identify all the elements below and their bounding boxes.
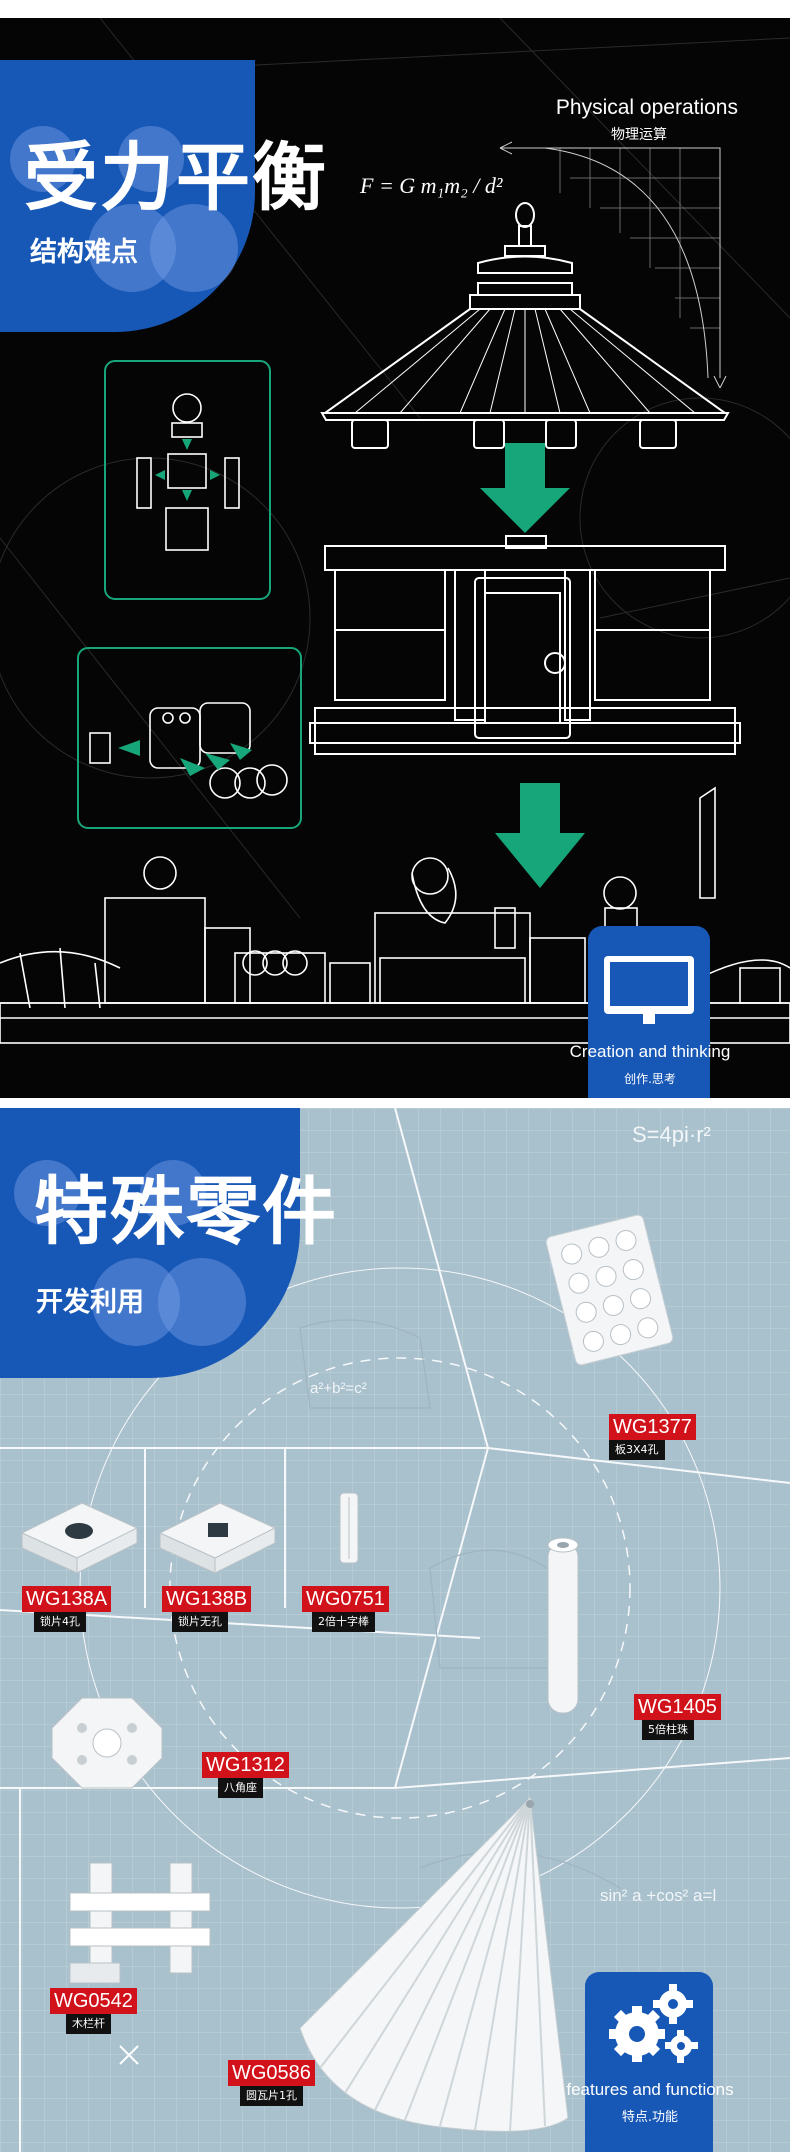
sphere-formula: S=4pi·r² [632,1122,711,1147]
gravity-formula: F = G m₁m₂ / d² [360,173,503,198]
decor-circle [92,1258,180,1346]
badge-subtitle: 创作.思考 [624,1072,676,1086]
decor-circle [10,126,76,192]
decor-circle [88,204,176,292]
badge-title: Creation and thinking [569,1042,731,1061]
structure-section: 受力平衡 结构难点 Physical operations 物理运算 F = G… [0,18,790,1098]
decor-circle [118,126,184,192]
decor-circle [14,1160,80,1226]
pythagoras-formula: a²+b²=c² [310,1380,367,1397]
decor-circle [150,204,238,292]
part-desc-wg0751: 2倍十字棒 [312,1612,375,1632]
part-desc-wg138a: 锁片4孔 [34,1612,86,1632]
parts-section: 特殊零件 开发利用 S=4pi·r² a²+b²=c² sin² a +cos²… [0,1108,790,2152]
part-desc-wg0542: 木栏杆 [66,2014,111,2034]
section-subtitle: 开发利用 [36,1287,144,1318]
part-code-wg0542: WG0542 [50,1988,137,2014]
decor-circle [140,1160,206,1226]
part-desc-wg0586: 圆瓦片1孔 [240,2086,303,2106]
part-code-wg0751: WG0751 [302,1586,389,1612]
part-desc-wg138b: 锁片无孔 [172,1612,228,1632]
creation-badge [588,926,710,1098]
features-badge [585,1972,713,2152]
physical-operations-label: Physical operations [555,96,738,119]
part-code-wg1377: WG1377 [609,1414,696,1440]
part-desc-wg1377: 板3X4孔 [609,1440,665,1460]
part-desc-wg1405: 5倍柱珠 [642,1720,694,1740]
part-code-wg138b: WG138B [162,1586,252,1612]
title-panel [0,60,255,332]
physical-operations-label-cn: 物理运算 [611,127,667,143]
decor-circle [158,1258,246,1346]
part-code-wg138a: WG138A [22,1586,112,1612]
section-subtitle: 结构难点 [30,237,138,268]
part-desc-wg1312: 八角座 [218,1778,263,1798]
trig-formula: sin² a +cos² a=l [600,1886,717,1905]
part-code-wg0586: WG0586 [228,2060,315,2086]
section-title: 特殊零件 [34,1169,338,1255]
title-panel [0,1108,300,1378]
gears-icon [609,1984,698,2063]
monitor-icon [604,956,694,1024]
badge-title: features and functions [566,2080,734,2099]
part-code-wg1312: WG1312 [202,1752,289,1778]
badge-subtitle: 特点.功能 [621,2110,679,2125]
part-code-wg1405: WG1405 [634,1694,721,1720]
section-title: 受力平衡 [24,135,328,221]
